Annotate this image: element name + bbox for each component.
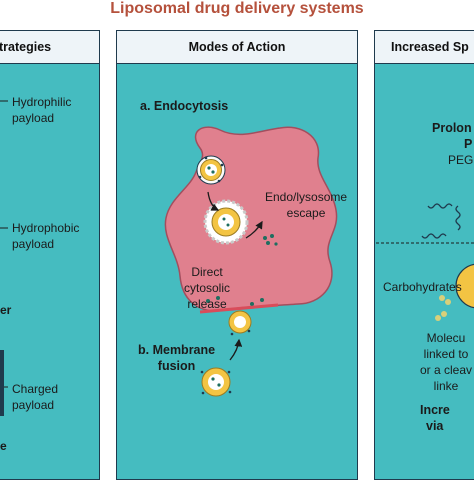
direct-release-label: Direct cytosolic release: [184, 265, 231, 311]
arrow-endocytosis: [207, 191, 220, 211]
approaching-liposome: [200, 367, 232, 397]
peg-chain-3: [421, 233, 447, 239]
left-panel-header: trategies: [0, 31, 99, 64]
released-payload-dots: [206, 234, 278, 306]
endosome: [203, 199, 249, 245]
charged-label: Charged payload: [12, 382, 59, 412]
increased-specificity-panel: Increased Sp: [374, 30, 474, 480]
left-panel: trategies: [0, 30, 100, 480]
carbohydrates-label: Carbohydrates: [383, 280, 462, 294]
arrow-escape: [245, 220, 263, 239]
arrow-fusion: [229, 338, 243, 361]
fusion-membrane: [199, 303, 279, 314]
molecule-label: Molecu linked to or a cleav linke: [420, 331, 473, 393]
endocytosis-label: a. Endocytosis: [140, 99, 229, 113]
carbohydrate-glyphs: [435, 295, 451, 321]
modes-of-action-header: Modes of Action: [117, 31, 357, 64]
fusing-liposome: [228, 310, 252, 336]
liposome-edge: [455, 263, 474, 309]
prolonged-label-1: Prolon: [432, 121, 472, 135]
increased-label-2: via: [426, 419, 444, 433]
increased-specificity-header: Increased Sp: [375, 31, 474, 64]
prolonged-label-2: P: [464, 137, 473, 151]
hydrophilic-label: Hydrophilic payload: [12, 95, 72, 125]
membrane-fusion-label: b. Membrane fusion: [138, 343, 216, 373]
left-cut-text-1: er: [0, 303, 12, 317]
increased-label-1: Incre: [420, 403, 450, 417]
hydrophobic-label: Hydrophobic payload: [12, 221, 80, 251]
figure-title: Liposomal drug delivery systems: [110, 0, 364, 17]
peg-chain-2: [427, 203, 453, 209]
escape-label: Endo/lysosome escape: [265, 190, 348, 220]
peg-chain-1: [455, 205, 461, 231]
peg-label: PEG: [448, 153, 474, 167]
left-cut-text-2: e: [0, 439, 7, 453]
endocytosing-liposome: [196, 155, 226, 185]
charged-bar: [0, 350, 4, 416]
